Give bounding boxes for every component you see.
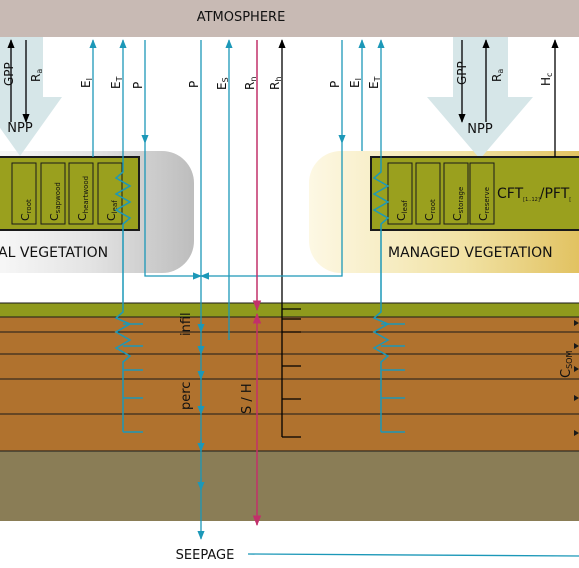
soil-layers bbox=[0, 317, 579, 451]
pool-label-croot-natural: Croot bbox=[19, 199, 33, 221]
label-et-right: ET bbox=[367, 76, 382, 89]
p-left-to-surface bbox=[144, 143, 202, 280]
soil-decomposition-ticks bbox=[282, 308, 301, 400]
flux-labels: GPP Ra EI ET P P ES Rn Rh P EI ET GPP Ra… bbox=[2, 61, 554, 90]
label-infil: infil bbox=[179, 312, 194, 336]
npp-left-label: NPP bbox=[7, 121, 33, 136]
pool-csapwood bbox=[40, 162, 66, 225]
pool-label-cheartwood: Cheartwood bbox=[76, 176, 90, 221]
npp-arrow-right bbox=[427, 37, 533, 159]
npp-arrow-left bbox=[0, 37, 62, 156]
pool-cleaf-managed bbox=[387, 162, 413, 225]
label-p-left: P bbox=[131, 82, 145, 89]
managed-pools-box: Cleaf Croot Cstorage Creserve CFT[1..12]… bbox=[370, 156, 579, 231]
label-gpp-right: GPP bbox=[455, 61, 469, 85]
atmosphere-band bbox=[0, 0, 579, 37]
atmosphere-label: ATMOSPHERE bbox=[197, 10, 286, 25]
pool-croot-managed bbox=[415, 162, 441, 225]
label-rn: Rn bbox=[243, 77, 258, 90]
seepage-label: SEEPAGE bbox=[176, 548, 235, 563]
label-gpp-left: GPP bbox=[2, 62, 16, 86]
managed-vegetation-label: MANAGED VEGETATION bbox=[388, 245, 553, 261]
p-right-to-surface bbox=[200, 143, 343, 280]
black-fluxes bbox=[7, 39, 559, 438]
label-csom: CSOM bbox=[559, 351, 574, 378]
soil-ticks bbox=[574, 320, 579, 436]
label-ei-left: EI bbox=[79, 78, 94, 88]
label-ei-right: EI bbox=[348, 78, 363, 88]
root-system-natural bbox=[114, 160, 143, 433]
pool-label-cstorage: Cstorage bbox=[451, 187, 465, 221]
pool-label-creserve: Creserve bbox=[477, 187, 491, 221]
pool-label-cleaf-managed: Cleaf bbox=[395, 200, 409, 221]
label-hc: Hc bbox=[539, 73, 554, 86]
label-et-left: ET bbox=[109, 76, 124, 89]
bedrock-layer bbox=[0, 451, 579, 521]
label-p-right: P bbox=[328, 81, 342, 88]
soil-column bbox=[0, 302, 579, 521]
label-p-center: P bbox=[187, 81, 201, 88]
root-system-managed bbox=[372, 160, 405, 433]
label-ra-right: Ra bbox=[490, 69, 505, 82]
label-rh: Rh bbox=[268, 77, 283, 90]
pool-label-croot-managed: Croot bbox=[423, 199, 437, 221]
soil-top-layer bbox=[0, 303, 579, 317]
pool-label-csapwood: Csapwood bbox=[48, 182, 62, 221]
pool-cheartwood bbox=[68, 162, 94, 225]
label-perc: perc bbox=[179, 382, 194, 410]
label-ra-left: Ra bbox=[29, 69, 44, 82]
seepage-line bbox=[247, 553, 579, 557]
npp-right-label: NPP bbox=[467, 122, 493, 137]
soil-labels: infil perc S / H CSOM bbox=[179, 312, 574, 414]
pool-label-cleaf-natural: Cleaf bbox=[105, 200, 119, 221]
cft-pft-label: CFT[1..12]/PFT[ bbox=[497, 186, 571, 203]
label-sh: S / H bbox=[240, 383, 255, 414]
natural-vegetation-label: AL VEGETATION bbox=[0, 245, 108, 261]
blue-fluxes bbox=[89, 39, 579, 557]
natural-pools-box: Croot Csapwood Cheartwood Cleaf bbox=[0, 156, 140, 231]
label-es: ES bbox=[215, 77, 230, 90]
pool-croot-natural bbox=[11, 162, 37, 225]
pool-creserve bbox=[469, 162, 495, 225]
pool-cstorage bbox=[443, 162, 469, 225]
